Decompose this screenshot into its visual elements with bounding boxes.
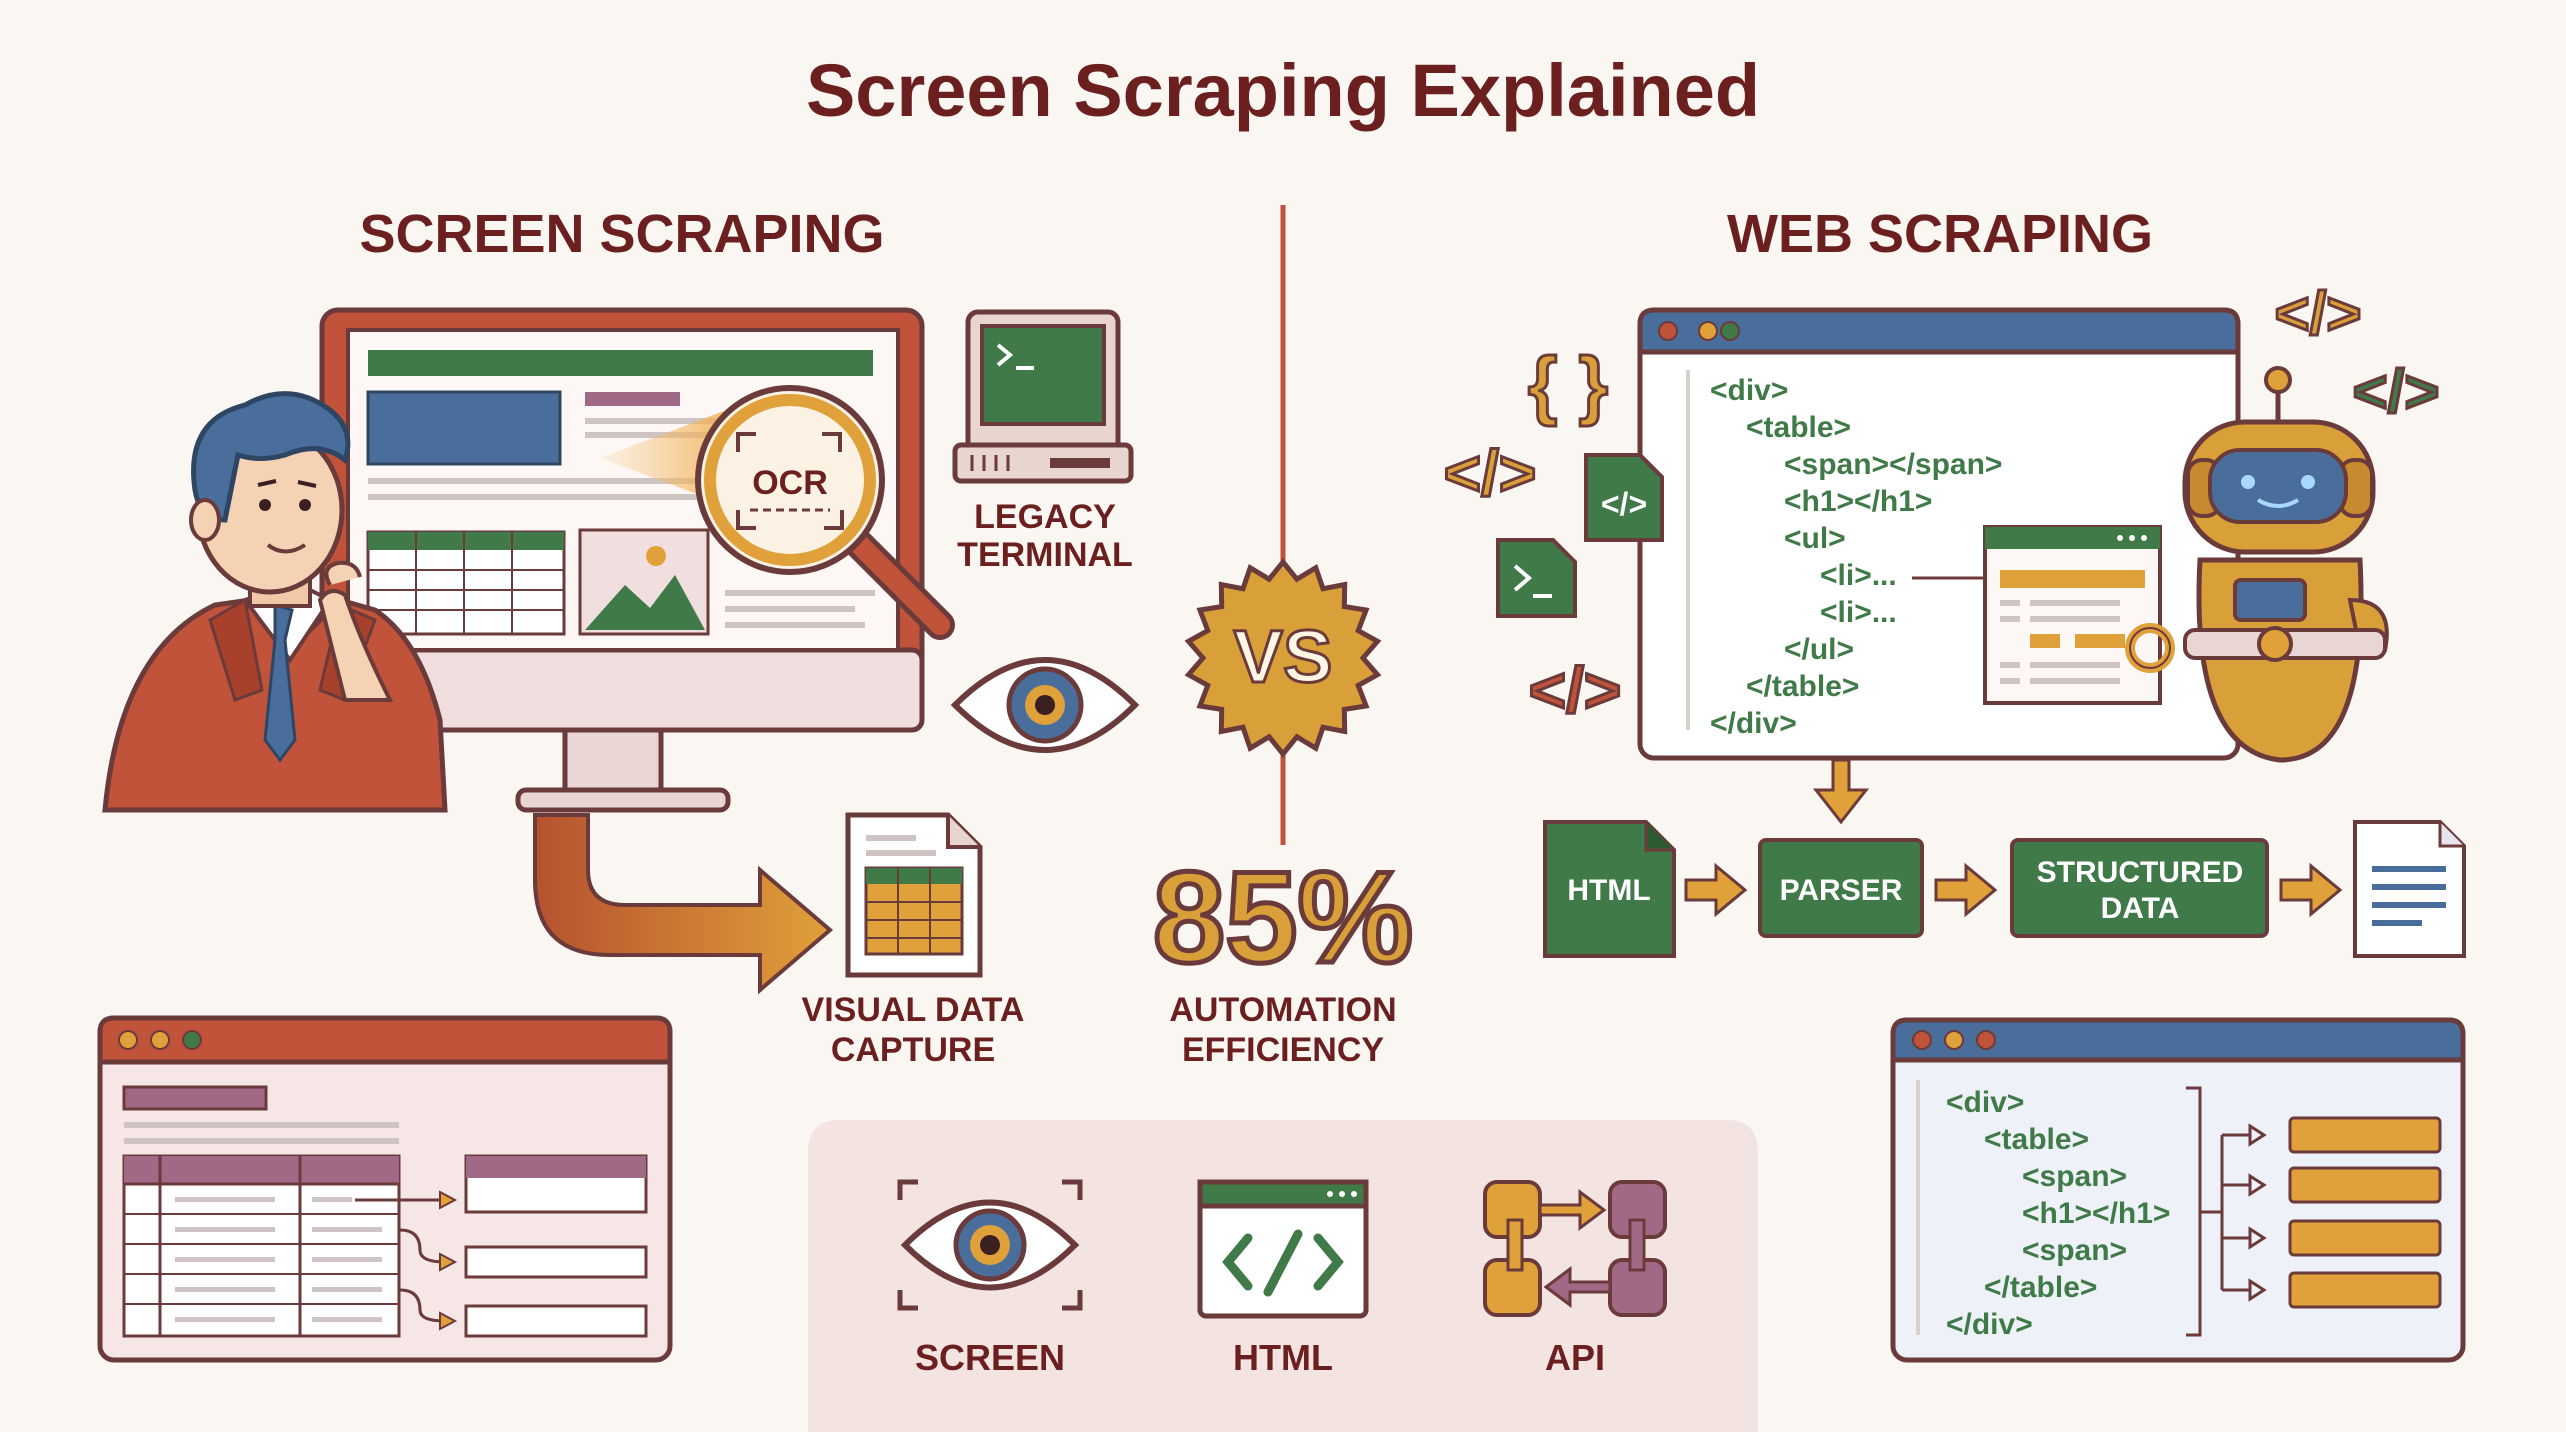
code-line: <h1></h1> xyxy=(2022,1197,2170,1230)
visual-capture-line2: CAPTURE xyxy=(831,1031,995,1069)
pipeline-data-label: DATA xyxy=(2101,892,2180,925)
svg-text:</>: </> xyxy=(1529,654,1622,726)
code-block: <div> <table> <span></span> <h1></h1> <u… xyxy=(1710,374,2002,740)
output-document-icon xyxy=(2353,820,2466,958)
pipeline-arrow xyxy=(1684,862,1748,918)
pipeline-html-label: HTML xyxy=(1567,874,1650,907)
html-window-icon xyxy=(1197,1179,1369,1319)
mini-browser xyxy=(1983,525,2162,705)
vs-label: VS xyxy=(1234,615,1333,698)
terminal-file-icon xyxy=(1496,538,1577,618)
api-connector-icon xyxy=(1483,1180,1667,1317)
code-line: <li>... xyxy=(1820,596,1897,629)
pipeline-structured-label: STRUCTURED xyxy=(2037,856,2244,889)
robot-illustration xyxy=(2125,366,2389,763)
svg-text:{ }: { } xyxy=(1528,342,1608,427)
method-html-label: HTML xyxy=(1233,1337,1333,1378)
terminal-icon xyxy=(952,309,1134,484)
page-title: Screen Scraping Explained xyxy=(806,49,1760,132)
spreadsheet-document-icon xyxy=(845,812,983,978)
bottom-code-block: <div> <table> <span> <h1></h1> <span> </… xyxy=(1946,1086,2170,1341)
code-brackets-icon: { } xyxy=(1526,341,1609,429)
vs-badge xyxy=(1184,558,1382,758)
terminal-label-line2: TERMINAL xyxy=(957,536,1133,574)
capture-arrow xyxy=(533,813,834,995)
code-line: <table> xyxy=(1746,411,1851,444)
code-line: <ul> xyxy=(1784,522,1846,555)
code-line: </table> xyxy=(1984,1271,2097,1304)
html-file-box xyxy=(1543,820,1676,958)
ocr-label: OCR xyxy=(752,464,828,502)
code-line: <div> xyxy=(1946,1086,2024,1119)
eye-icon xyxy=(950,657,1140,753)
stat-label-line2: EFFICIENCY xyxy=(1182,1031,1384,1069)
svg-text:</>: </> xyxy=(1444,437,1537,509)
svg-text:</>: </> xyxy=(1601,486,1647,522)
tag-icon-left-top: </> xyxy=(1442,436,1538,511)
left-heading: SCREEN SCRAPING xyxy=(359,204,884,264)
method-api-label: API xyxy=(1545,1337,1605,1378)
code-line: </div> xyxy=(1946,1308,2033,1341)
terminal-label-line1: LEGACY xyxy=(974,498,1116,536)
parser-box xyxy=(1758,838,1924,938)
code-line: <span> xyxy=(2022,1160,2127,1193)
svg-text:</>: </> xyxy=(2275,280,2362,347)
svg-text:</>: </> xyxy=(2353,358,2440,425)
code-line: <span></span> xyxy=(1784,448,2002,481)
pipeline-parser-label: PARSER xyxy=(1780,874,1903,907)
code-mapping-window xyxy=(1890,1017,2466,1363)
code-line: <div> xyxy=(1710,374,1788,407)
pipeline-arrow xyxy=(1934,862,1998,918)
code-line: </table> xyxy=(1746,670,1859,703)
person-illustration xyxy=(102,391,448,813)
table-mapping-window xyxy=(97,1015,673,1363)
code-line: </ul> xyxy=(1784,633,1854,666)
structured-data-box xyxy=(2010,838,2269,938)
code-line: </div> xyxy=(1710,707,1797,740)
code-line: <li>... xyxy=(1820,559,1897,592)
tag-icon-right: </> xyxy=(2351,357,2441,427)
method-screen-label: SCREEN xyxy=(915,1337,1065,1378)
visual-capture-line1: VISUAL DATA xyxy=(802,991,1025,1029)
screen-eye-icon xyxy=(897,1179,1083,1311)
tag-icon-top-right: </> xyxy=(2273,279,2363,349)
stat-value: 85% xyxy=(1153,844,1413,990)
magnifier-icon xyxy=(695,385,955,640)
tag-icon-left-bottom: </> xyxy=(1527,653,1623,728)
code-line: <span> xyxy=(2022,1234,2127,1267)
down-arrow xyxy=(1812,758,1870,825)
code-line: <table> xyxy=(1984,1123,2089,1156)
right-heading: WEB SCRAPING xyxy=(1727,204,2153,264)
pipeline-arrow xyxy=(2279,862,2343,918)
code-line: <h1></h1> xyxy=(1784,485,1932,518)
stat-label-line1: AUTOMATION xyxy=(1169,991,1396,1029)
code-file-icon: </> xyxy=(1584,453,1664,542)
